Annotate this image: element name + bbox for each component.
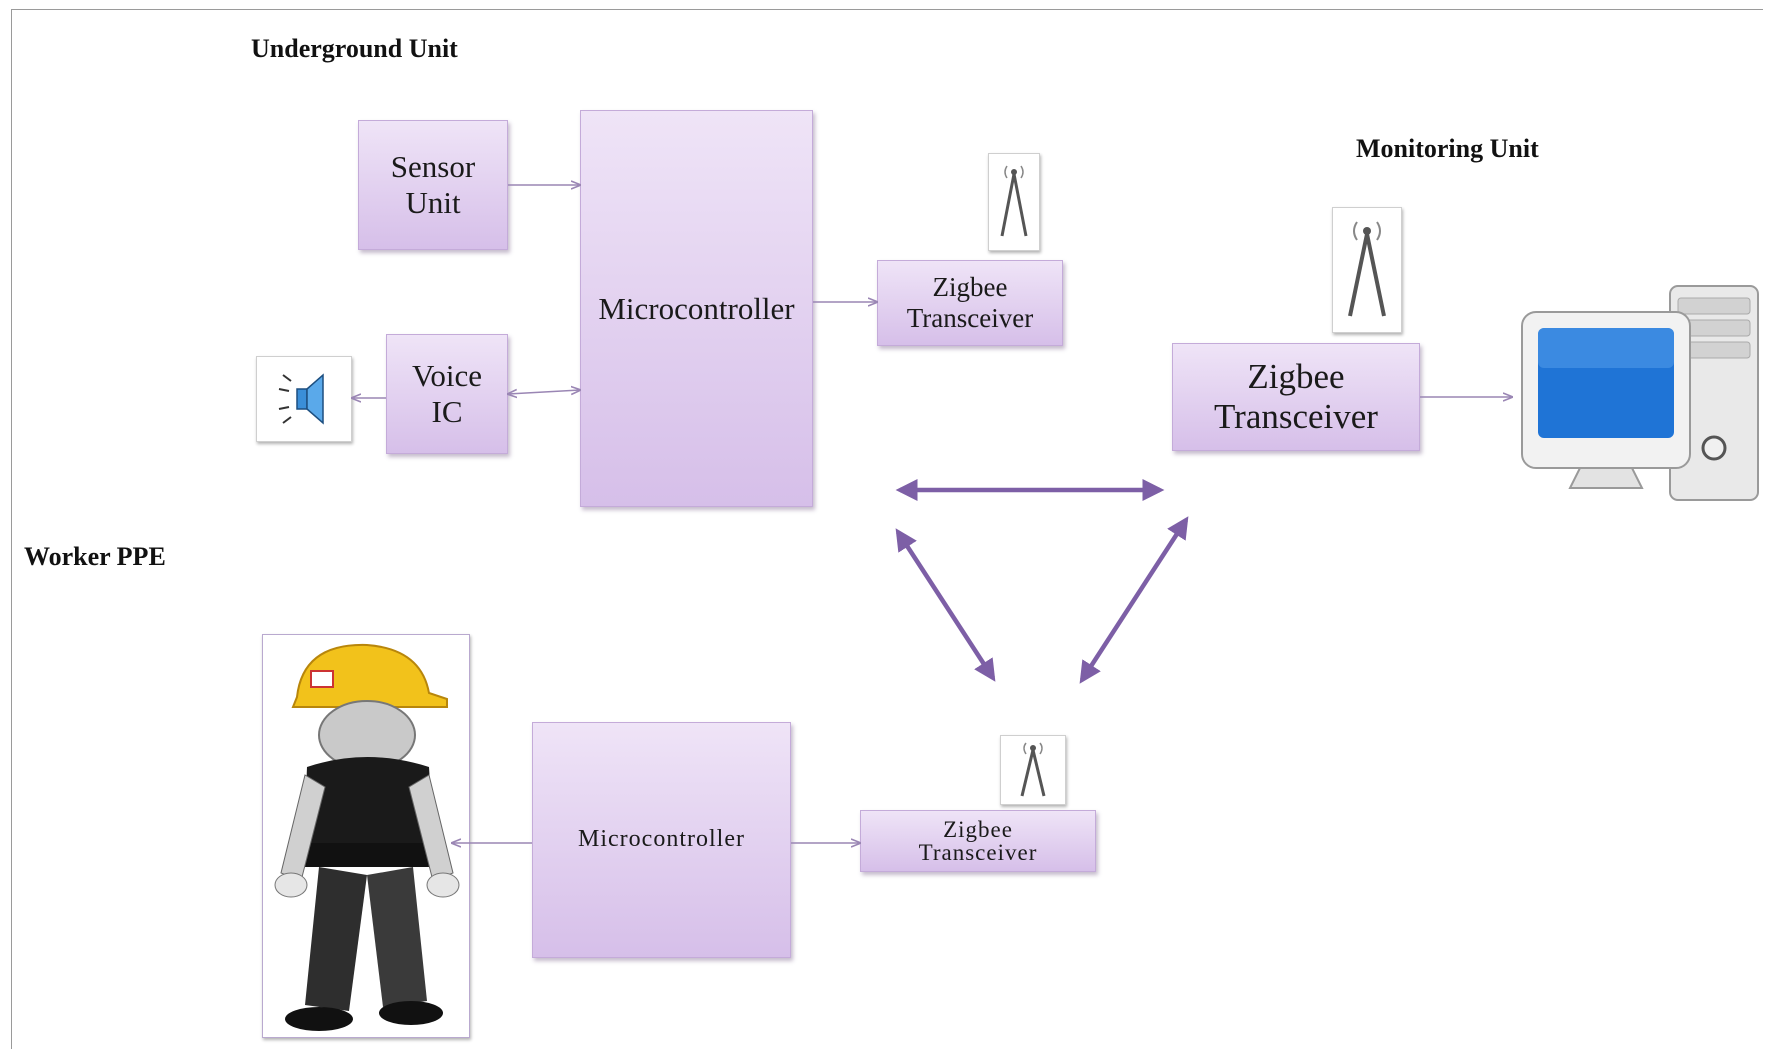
zigbee-transceiver-bottom-block: Zigbee Transceiver — [860, 810, 1096, 872]
voice-ic-line1: Voice — [411, 358, 483, 394]
underground-unit-label: Underground Unit — [251, 34, 458, 63]
antenna-icon — [1000, 735, 1066, 805]
zigbee-bottom-line2: Transceiver — [918, 840, 1038, 865]
wireless-link-left — [895, 528, 996, 682]
zigbee-monitor-line1: Zigbee — [1247, 356, 1345, 396]
antenna-icon — [1332, 207, 1402, 333]
microcontroller-bottom-block: Microcontroller — [532, 722, 791, 958]
voice-micro-arrow — [508, 390, 580, 394]
worker-ppe-label: Worker PPE — [24, 542, 166, 571]
antenna-icon-graphic — [1020, 742, 1046, 797]
sensor-unit-line1: Sensor — [390, 149, 476, 185]
zigbee-bottom-line1: Zigbee — [943, 817, 1013, 842]
wireless-link-right — [1079, 516, 1189, 684]
voice-ic-block: Voice IC — [386, 334, 508, 454]
speaker-icon-graphic — [278, 373, 324, 425]
zigbee-top-line1: Zigbee — [932, 271, 1008, 302]
zigbee-transceiver-top-block: Zigbee Transceiver — [877, 260, 1063, 346]
voice-ic-line2: IC — [431, 394, 463, 429]
zigbee-top-line2: Transceiver — [906, 303, 1034, 333]
worker-with-helmet-icon — [262, 634, 470, 1038]
diagram-frame — [11, 9, 1763, 1049]
microcontroller-bottom-label: Microcontroller — [578, 826, 745, 853]
zigbee-monitor-line2: Transceiver — [1214, 397, 1378, 436]
microcontroller-top-label: Microcontroller — [598, 290, 795, 326]
zigbee-transceiver-monitor-block: Zigbee Transceiver — [1172, 343, 1420, 451]
antenna-icon-graphic — [1000, 165, 1028, 237]
worker-figure-graphic — [274, 643, 460, 1031]
antenna-icon-graphic — [1348, 221, 1386, 317]
sensor-unit-block: Sensor Unit — [358, 120, 508, 250]
sensor-unit-line2: Unit — [405, 185, 461, 220]
speaker-icon — [256, 356, 352, 442]
microcontroller-top-block: Microcontroller — [580, 110, 813, 507]
monitoring-unit-label: Monitoring Unit — [1356, 134, 1539, 163]
antenna-icon — [988, 153, 1040, 251]
desktop-computer-icon — [1521, 285, 1759, 501]
